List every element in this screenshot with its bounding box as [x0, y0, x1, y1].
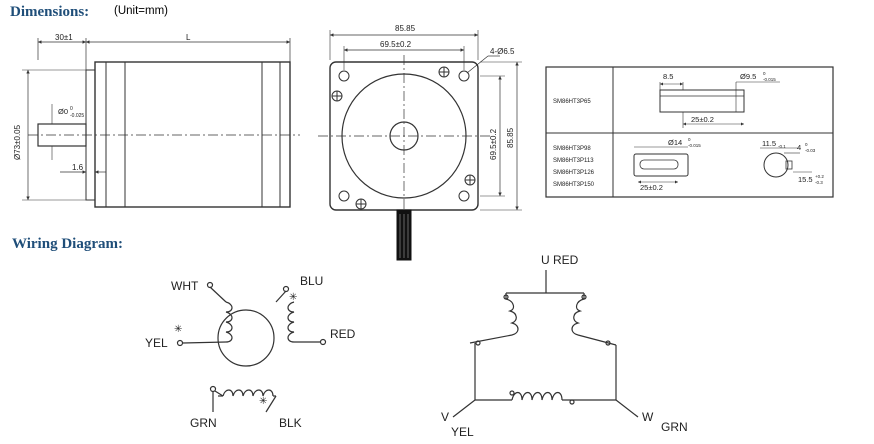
terminal-w: W [642, 410, 654, 424]
rotor-symbol [217, 309, 275, 367]
table-model-p113: SM86HT3P113 [553, 158, 594, 164]
coil-wht-yel [225, 301, 233, 343]
wire-label-red: RED [330, 327, 356, 341]
wire-label-blk: BLK [279, 416, 302, 430]
polarity-mark-left: ✳ [174, 324, 182, 335]
p65-length-dim: 25±0.2 [691, 115, 714, 124]
p98-keywidth-dim: 4 [797, 143, 801, 152]
p98-diameter-sub: -0.015 [688, 143, 701, 148]
face-width-dim: 85.85 [395, 24, 416, 33]
p98-diameter-dim: Ø14 [668, 138, 682, 147]
front-view [318, 30, 522, 261]
motor-body-side [94, 61, 291, 208]
p65-diameter-dim: Ø9.5 [740, 72, 756, 81]
flange-thickness-dim: 1.6 [72, 163, 84, 172]
coil-v-w [511, 391, 563, 401]
terminal-u-red: U RED [541, 253, 579, 267]
hole-spacing-side-dim: 69.5±0.2 [489, 128, 498, 160]
table-model-p126: SM86HT3P126 [553, 170, 595, 176]
shaft-diameter-sub: -0.025 [70, 113, 84, 119]
p98-keywidth-sub: -0.03 [805, 148, 816, 153]
p98-keywidth-sup: 0 [805, 142, 808, 147]
p98-keydepth-dim: 15.5 [798, 175, 813, 184]
terminal-w-grn: GRN [661, 420, 688, 434]
coil-u-w [571, 298, 585, 336]
coil-blu-red [287, 301, 295, 343]
p98-keydepth-sup: +0.2 [815, 174, 824, 179]
hole-spacing-top-dim: 69.5±0.2 [380, 40, 412, 49]
wire-label-yel: YEL [145, 336, 168, 350]
p65-diameter-sup: 0 [763, 71, 766, 76]
shaft-spec-table [545, 66, 834, 198]
table-model-p98: SM86HT3P98 [553, 146, 591, 152]
terminal-v-yel: YEL [451, 425, 474, 439]
pilot-diameter-dim: Ø73±0.05 [13, 124, 22, 160]
p98-diameter-sup: 0 [688, 137, 691, 142]
table-model-p150: SM86HT3P150 [553, 182, 595, 188]
face-height-dim: 85.85 [506, 127, 515, 148]
wire-label-blu: BLU [300, 274, 323, 288]
side-view [22, 38, 300, 208]
coil-grn-blk [222, 389, 274, 397]
wire-label-wht: WHT [171, 279, 199, 293]
polarity-mark-bottom: ✳ [259, 396, 267, 407]
terminal-v: V [441, 410, 449, 424]
wiring-right [452, 270, 639, 418]
p98-keydepth-sub: -0.3 [815, 180, 823, 185]
p98-length-dim: 25±0.2 [640, 183, 663, 192]
mounting-holes-dim: 4-Ø6.5 [490, 47, 515, 56]
table-model-p65: SM86HT3P65 [553, 99, 591, 105]
wiring-heading: Wiring Diagram: [12, 236, 123, 252]
polarity-mark-right: ✳ [289, 292, 297, 303]
body-length-dim: L [186, 33, 191, 42]
p65-flat-dim: 8.5 [663, 72, 673, 81]
shaft-diameter-sup: 0 [70, 106, 73, 112]
wire-label-grn: GRN [190, 416, 217, 430]
p98-key-dim: 11.5 [762, 139, 776, 148]
dimensions-heading: Dimensions: [10, 4, 90, 20]
p98-key-sub: -0.1 [778, 144, 786, 149]
shaft-diameter-dim: Ø0 [58, 107, 68, 116]
shaft-length-dim: 30±1 [55, 33, 73, 42]
coil-u-v [505, 298, 519, 336]
p65-diameter-sub: -0.015 [763, 77, 776, 82]
wiring-left [176, 281, 327, 413]
unit-note: (Unit=mm) [114, 5, 168, 17]
